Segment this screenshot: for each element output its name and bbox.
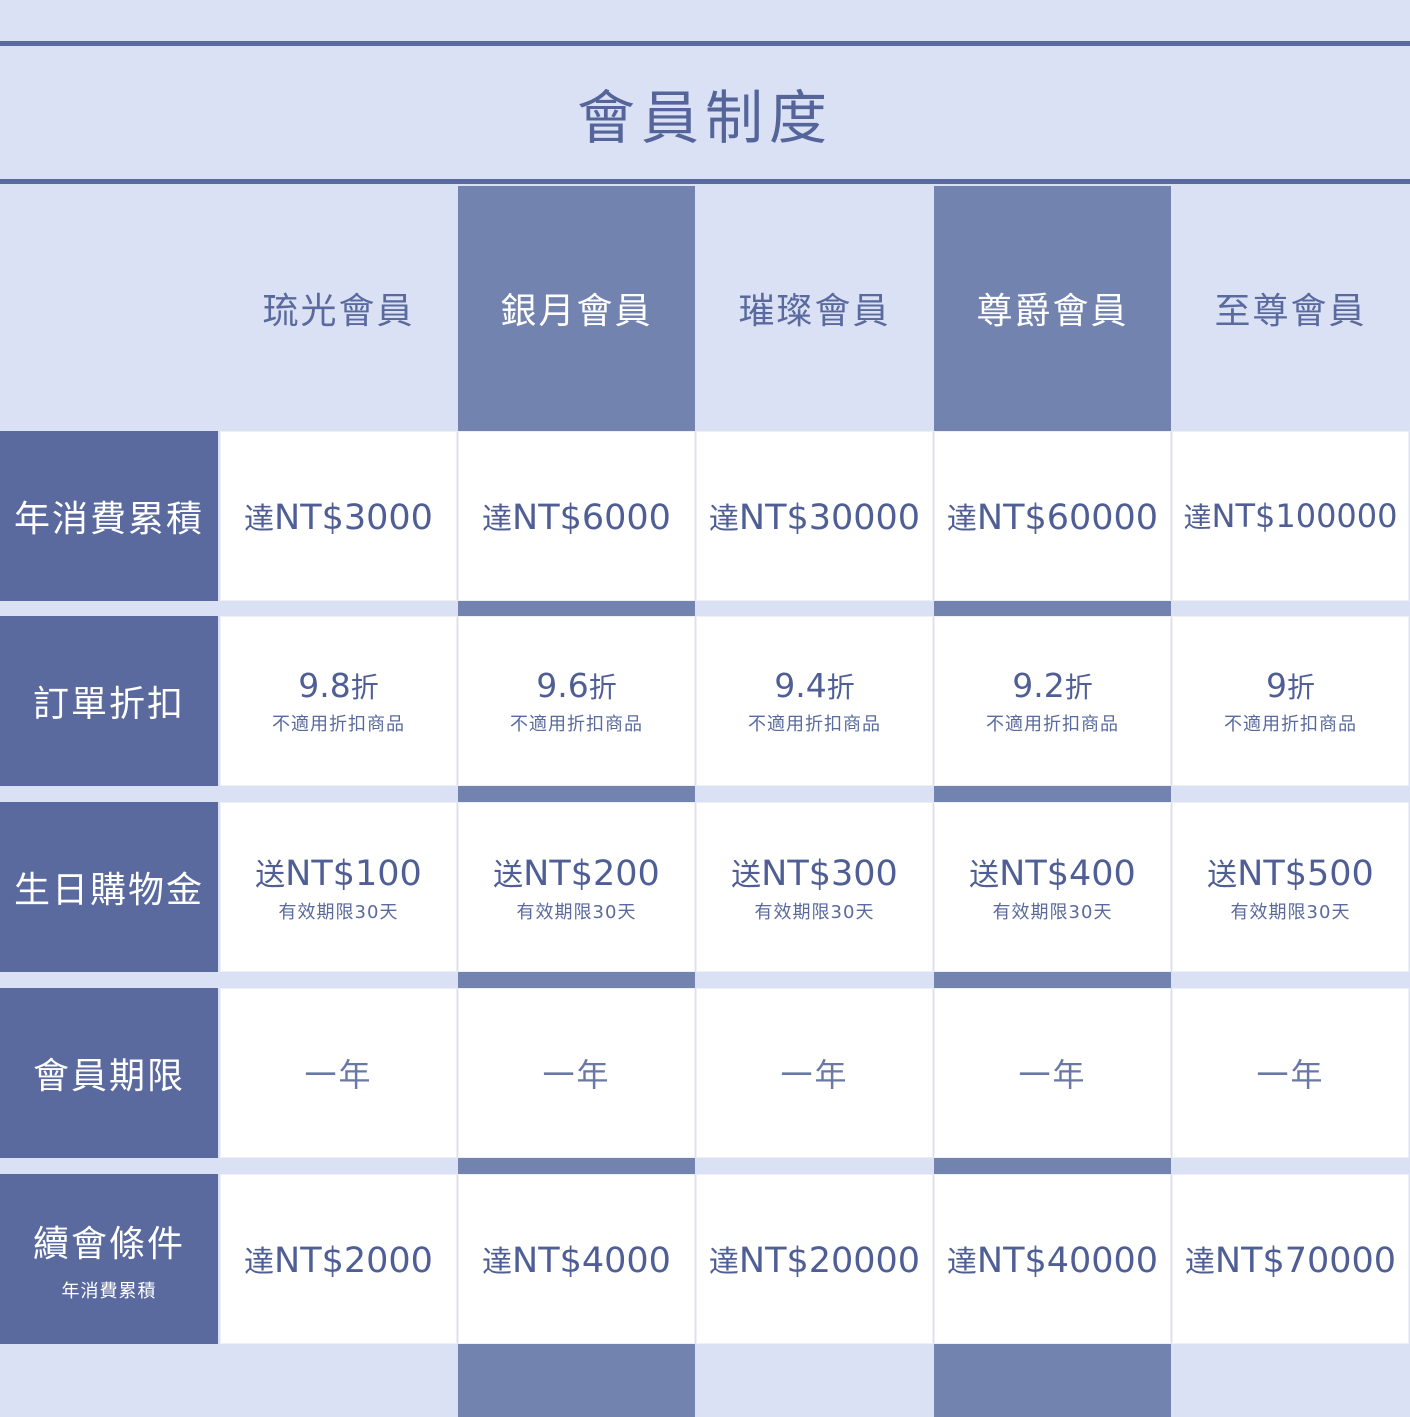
tier-header-5: 至尊會員 bbox=[1214, 291, 1367, 332]
cell-value: 達NT$3000 bbox=[244, 498, 433, 538]
cell-note: 不適用折扣商品 bbox=[272, 714, 405, 735]
row-header-annual-spend: 年消費累積 bbox=[0, 431, 218, 601]
tier-header-2: 銀月會員 bbox=[500, 291, 653, 332]
annual-spend-cell-5: 達NT$100000 bbox=[1172, 431, 1409, 601]
discount-cell-1: 9.8折 不適用折扣商品 bbox=[220, 616, 457, 786]
annual-spend-cell-4: 達NT$60000 bbox=[934, 431, 1171, 601]
cell-value: 一年 bbox=[780, 1056, 849, 1094]
period-cell-3: 一年 bbox=[696, 988, 933, 1158]
cell-value: 達NT$20000 bbox=[708, 1241, 921, 1281]
tier-header-4: 尊爵會員 bbox=[976, 291, 1129, 332]
cell-value: 9折 bbox=[1265, 666, 1315, 705]
birthday-cell-1: 送NT$100 有效期限30天 bbox=[220, 802, 457, 972]
cell-value: 9.2折 bbox=[1012, 666, 1093, 705]
cell-note: 不適用折扣商品 bbox=[748, 714, 881, 735]
row-label: 續會條件 bbox=[32, 1224, 185, 1265]
cell-value: 一年 bbox=[1256, 1056, 1325, 1094]
row-label: 會員期限 bbox=[32, 1056, 185, 1097]
discount-cell-2: 9.6折 不適用折扣商品 bbox=[458, 616, 695, 786]
discount-cell-5: 9折 不適用折扣商品 bbox=[1172, 616, 1409, 786]
discount-cell-3: 9.4折 不適用折扣商品 bbox=[696, 616, 933, 786]
cell-value: 達NT$70000 bbox=[1184, 1241, 1397, 1281]
row-header-period: 會員期限 bbox=[0, 988, 218, 1158]
cell-note: 不適用折扣商品 bbox=[510, 714, 643, 735]
cell-note: 有效期限30天 bbox=[992, 902, 1113, 923]
discount-cell-4: 9.2折 不適用折扣商品 bbox=[934, 616, 1171, 786]
row-header-renewal: 續會條件 年消費累積 bbox=[0, 1174, 218, 1344]
cell-value: 送NT$200 bbox=[493, 854, 660, 894]
cell-value: 9.6折 bbox=[536, 666, 617, 705]
tier-header-1: 琉光會員 bbox=[262, 291, 415, 332]
row-label: 年消費累積 bbox=[13, 499, 204, 540]
cell-note: 不適用折扣商品 bbox=[986, 714, 1119, 735]
cell-value: 達NT$4000 bbox=[482, 1241, 671, 1281]
page-title: 會員制度 bbox=[576, 84, 833, 152]
cell-value: 一年 bbox=[542, 1056, 611, 1094]
cell-value: 送NT$100 bbox=[255, 854, 422, 894]
title-top-rule bbox=[0, 41, 1410, 46]
annual-spend-cell-1: 達NT$3000 bbox=[220, 431, 457, 601]
row-header-discount: 訂單折扣 bbox=[0, 616, 218, 786]
renewal-cell-4: 達NT$40000 bbox=[934, 1174, 1171, 1344]
birthday-cell-3: 送NT$300 有效期限30天 bbox=[696, 802, 933, 972]
annual-spend-cell-3: 達NT$30000 bbox=[696, 431, 933, 601]
cell-note: 有效期限30天 bbox=[1230, 902, 1351, 923]
cell-value: 達NT$30000 bbox=[708, 498, 921, 538]
cell-value: 送NT$400 bbox=[969, 854, 1136, 894]
cell-value: 送NT$500 bbox=[1207, 854, 1374, 894]
row-header-birthday: 生日購物金 bbox=[0, 802, 218, 972]
cell-value: 達NT$2000 bbox=[244, 1241, 433, 1281]
cell-value: 9.8折 bbox=[298, 666, 379, 705]
birthday-cell-2: 送NT$200 有效期限30天 bbox=[458, 802, 695, 972]
cell-value: 9.4折 bbox=[774, 666, 855, 705]
row-sublabel: 年消費累積 bbox=[61, 1281, 157, 1302]
cell-value: 一年 bbox=[304, 1056, 373, 1094]
annual-spend-cell-2: 達NT$6000 bbox=[458, 431, 695, 601]
cell-value: 達NT$6000 bbox=[482, 498, 671, 538]
renewal-cell-2: 達NT$4000 bbox=[458, 1174, 695, 1344]
cell-value: 達NT$60000 bbox=[946, 498, 1159, 538]
period-cell-5: 一年 bbox=[1172, 988, 1409, 1158]
birthday-cell-5: 送NT$500 有效期限30天 bbox=[1172, 802, 1409, 972]
renewal-cell-3: 達NT$20000 bbox=[696, 1174, 933, 1344]
cell-note: 有效期限30天 bbox=[516, 902, 637, 923]
row-label: 訂單折扣 bbox=[32, 684, 185, 725]
renewal-cell-1: 達NT$2000 bbox=[220, 1174, 457, 1344]
cell-value: 一年 bbox=[1018, 1056, 1087, 1094]
title-bottom-rule bbox=[0, 179, 1410, 184]
period-cell-1: 一年 bbox=[220, 988, 457, 1158]
renewal-cell-5: 達NT$70000 bbox=[1172, 1174, 1409, 1344]
tier-header-3: 璀璨會員 bbox=[738, 291, 891, 332]
cell-value: 達NT$40000 bbox=[946, 1241, 1159, 1281]
period-cell-4: 一年 bbox=[934, 988, 1171, 1158]
cell-note: 有效期限30天 bbox=[754, 902, 875, 923]
cell-note: 不適用折扣商品 bbox=[1224, 714, 1357, 735]
period-cell-2: 一年 bbox=[458, 988, 695, 1158]
birthday-cell-4: 送NT$400 有效期限30天 bbox=[934, 802, 1171, 972]
cell-note: 有效期限30天 bbox=[278, 902, 399, 923]
cell-value: 送NT$300 bbox=[731, 854, 898, 894]
cell-value: 達NT$100000 bbox=[1183, 497, 1398, 535]
row-label: 生日購物金 bbox=[13, 870, 204, 911]
